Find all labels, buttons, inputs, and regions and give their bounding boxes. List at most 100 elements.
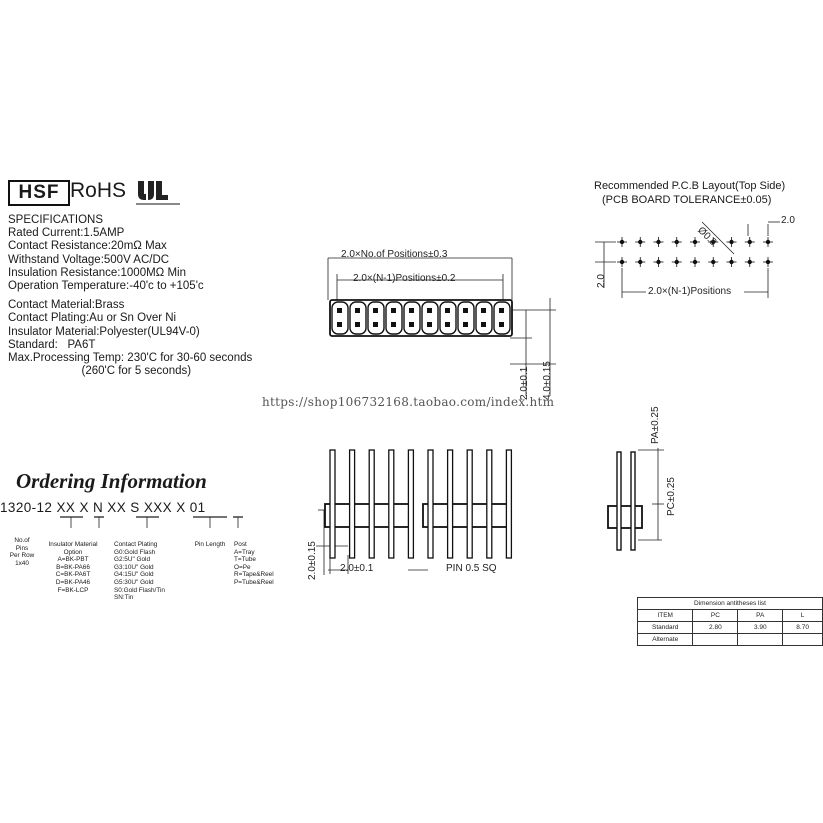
rohs-logo: RoHS bbox=[70, 179, 127, 202]
pin-square bbox=[355, 308, 360, 313]
pin-housing bbox=[439, 301, 457, 335]
pcb-hole bbox=[744, 237, 755, 247]
header-pin bbox=[446, 449, 454, 559]
pin-square bbox=[463, 322, 468, 327]
pcb-hole bbox=[671, 257, 682, 267]
pcb-hole bbox=[617, 237, 627, 247]
table-cell: Standard bbox=[636, 621, 694, 634]
header-pin bbox=[407, 449, 415, 559]
option-line: C=BK-PA6T bbox=[55, 571, 91, 579]
option-line: F=BK-LCP bbox=[57, 586, 89, 594]
spec-line: Max.Processing Temp: 230'C for 30-60 sec… bbox=[8, 352, 253, 364]
table-cell: Alternate bbox=[636, 633, 694, 646]
spec-line: Insulation Resistance:1000MΩ Min bbox=[8, 266, 186, 279]
table-header-cell: PA bbox=[737, 609, 784, 622]
option-line: Contact Plating bbox=[114, 541, 158, 548]
option-line: G4:15U" Gold bbox=[114, 571, 154, 579]
header-pin bbox=[388, 449, 395, 559]
pin-housing bbox=[457, 301, 475, 335]
dim-pcb-pitch: 2.0 bbox=[781, 215, 795, 226]
pcb-hole bbox=[708, 237, 719, 247]
pcb-hole bbox=[671, 237, 682, 247]
option-line: G5:30U" Gold bbox=[114, 578, 154, 586]
spec-line: Operation Temperature:-40'c to +105'c bbox=[8, 280, 204, 292]
spec-line: Contact Material:Brass bbox=[8, 299, 125, 312]
pin-square bbox=[337, 308, 342, 313]
dim-pc: PC±0.25 bbox=[666, 477, 677, 516]
pin-housing bbox=[385, 301, 403, 335]
pin-square bbox=[445, 308, 450, 313]
pcb-hole bbox=[635, 257, 646, 267]
option-line: No.of bbox=[14, 537, 30, 544]
pcb-hole bbox=[653, 237, 664, 247]
spec-line: Contact Plating:Au or Sn Over Ni bbox=[8, 312, 177, 325]
pin-housing bbox=[493, 301, 511, 335]
option-line: G0:Gold Flash bbox=[114, 548, 156, 556]
shop-url-watermark: https://shop106732168.taobao.com/index.h… bbox=[262, 395, 555, 409]
table-header-cell: ITEM bbox=[636, 609, 694, 622]
spec-line: Withstand Voltage:500V AC/DC bbox=[8, 253, 170, 266]
pcb-hole bbox=[690, 237, 700, 247]
pin-square bbox=[463, 308, 468, 313]
table-cell bbox=[692, 633, 739, 646]
pin-square bbox=[373, 322, 378, 327]
pin-housing bbox=[475, 301, 493, 335]
option-line: Insulator Material bbox=[48, 541, 98, 548]
dim-total-length: 2.0×No.of Positions±0.3 bbox=[341, 249, 448, 260]
pcb-hole bbox=[635, 237, 646, 247]
table-cell: 2.80 bbox=[692, 621, 739, 634]
option-line: 1x40 bbox=[15, 559, 29, 567]
option-line: G2:5U" Gold bbox=[114, 556, 151, 564]
table-header-cell: PC bbox=[692, 609, 739, 622]
pcb-hole bbox=[617, 257, 627, 267]
option-line: O=Pe bbox=[234, 563, 251, 571]
option-line: S0:Gold Flash/Tin bbox=[114, 586, 165, 594]
dim-pa: PA±0.25 bbox=[650, 406, 661, 444]
dim-side-pitch: 2.0±0.1 bbox=[340, 563, 374, 574]
table-cell bbox=[737, 633, 784, 646]
pin-square bbox=[427, 308, 432, 313]
header-pin bbox=[486, 449, 493, 559]
pin-housing bbox=[331, 301, 349, 335]
pcb-hole bbox=[726, 237, 737, 247]
table-cell: 3.90 bbox=[737, 621, 784, 634]
option-line: Pins bbox=[15, 544, 29, 552]
header-pin bbox=[466, 449, 473, 559]
option-line: Option bbox=[63, 548, 83, 556]
dim-pcb-row-spacing: 2.0 bbox=[596, 274, 607, 288]
header-pin bbox=[329, 449, 336, 559]
pin-square bbox=[499, 308, 504, 313]
part-number-code: 1320-12 XX X N XX S XXX X 01 bbox=[0, 500, 206, 515]
pin-square bbox=[481, 308, 486, 313]
pin-square bbox=[373, 308, 378, 313]
pin-housing bbox=[367, 301, 385, 335]
pin-square bbox=[409, 322, 414, 327]
option-line: P=Tube&Reel bbox=[234, 578, 274, 586]
pin-square bbox=[355, 322, 360, 327]
header-pin bbox=[348, 449, 356, 559]
option-line: Per Row bbox=[9, 552, 35, 560]
specifications-heading: SPECIFICATIONS bbox=[8, 214, 103, 226]
pcb-hole bbox=[763, 237, 773, 247]
spec-line: Insulator Material:Polyester(UL94V-0) bbox=[8, 325, 200, 338]
pin-housing bbox=[349, 301, 367, 335]
hsf-logo: HSF bbox=[8, 180, 70, 206]
pcb-layout-title: Recommended P.C.B Layout(Top Side) (PCB … bbox=[594, 180, 786, 206]
pin-square bbox=[445, 322, 450, 327]
pcb-hole bbox=[690, 257, 700, 267]
header-pin bbox=[368, 449, 375, 559]
table-row: Alternate bbox=[636, 633, 823, 646]
header-pin bbox=[427, 449, 434, 559]
pin-housing bbox=[421, 301, 439, 335]
pin-square bbox=[499, 322, 504, 327]
option-pin-length: Pin Length bbox=[188, 541, 232, 549]
dim-pcb-span: 2.0×(N-1)Positions bbox=[648, 286, 732, 297]
table-cell bbox=[782, 633, 823, 646]
connector-end-view-drawing bbox=[607, 448, 664, 551]
pin-square bbox=[427, 322, 432, 327]
option-line: G3:10U" Gold bbox=[114, 563, 154, 571]
part-number-underlines bbox=[60, 516, 243, 528]
